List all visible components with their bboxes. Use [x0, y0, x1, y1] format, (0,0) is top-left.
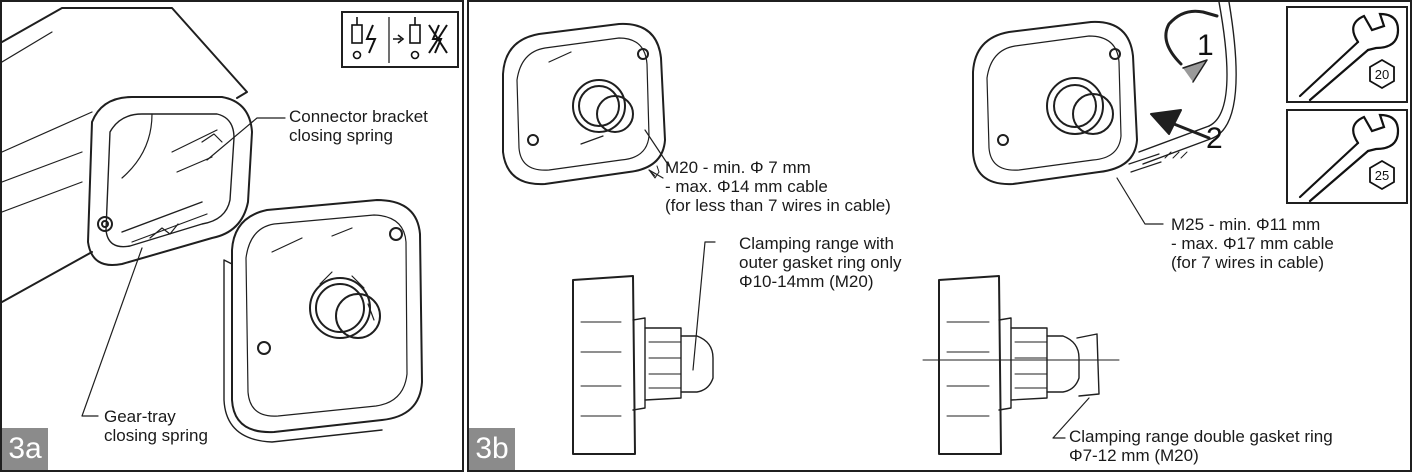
callout-line: Connector bracket — [289, 107, 428, 126]
power-off-warning-icon — [351, 17, 448, 63]
wrench-size-text: 20 — [1375, 67, 1389, 82]
wrench-icon: 25 — [1286, 109, 1408, 204]
connector-bracket-callout: Connector bracket closing spring — [289, 107, 428, 145]
note-line: (for 7 wires in cable) — [1171, 253, 1325, 272]
double-gasket-note: Clamping range double gasket ring Φ7-12 … — [1069, 427, 1333, 465]
callout-line: closing spring — [104, 426, 208, 445]
figure-tag: 3b — [469, 428, 515, 470]
note-line: Clamping range with — [739, 234, 894, 253]
gear-tray-callout: Gear-tray closing spring — [104, 407, 208, 445]
step-2-label: 2 — [1206, 122, 1223, 155]
note-line: Φ7-12 mm (M20) — [1069, 446, 1199, 465]
step-1-label: 1 — [1197, 29, 1214, 62]
m25-gland-note: M25 - min. Φ11 mm - max. Φ17 mm cable (f… — [1171, 215, 1334, 272]
wrench-icon: 20 — [1286, 6, 1408, 103]
note-line: - max. Φ14 mm cable — [665, 177, 828, 196]
callout-line: Gear-tray — [104, 407, 176, 426]
note-line: outer gasket ring only — [739, 253, 902, 272]
note-line: M25 - min. Φ11 mm — [1171, 215, 1321, 234]
wrench-icon: 25 — [1298, 113, 1400, 203]
panel-3b: M20 - min. Φ 7 mm - max. Φ14 mm cable (f… — [467, 0, 1412, 472]
callout-line: closing spring — [289, 126, 393, 145]
note-line: - max. Φ17 mm cable — [1171, 234, 1334, 253]
note-line: Φ10-14mm (M20) — [739, 272, 874, 291]
panel-3a: Connector bracket closing spring Gear-tr… — [0, 0, 464, 472]
note-line: Clamping range double gasket ring — [1069, 427, 1333, 446]
wrench-size-text: 25 — [1375, 168, 1389, 183]
wrench-icon: 20 — [1298, 12, 1400, 102]
note-line: (for less than 7 wires in cable) — [665, 196, 891, 215]
cable-gland-drawing — [502, 2, 1237, 455]
power-off-warning-icon — [341, 11, 459, 68]
figure-tag: 3a — [2, 428, 48, 470]
note-line: M20 - min. Φ 7 mm — [665, 158, 811, 177]
m20-gland-note: M20 - min. Φ 7 mm - max. Φ14 mm cable (f… — [665, 158, 891, 215]
outer-gasket-note: Clamping range with outer gasket ring on… — [739, 234, 902, 291]
luminaire-end-cap-drawing — [2, 7, 423, 443]
